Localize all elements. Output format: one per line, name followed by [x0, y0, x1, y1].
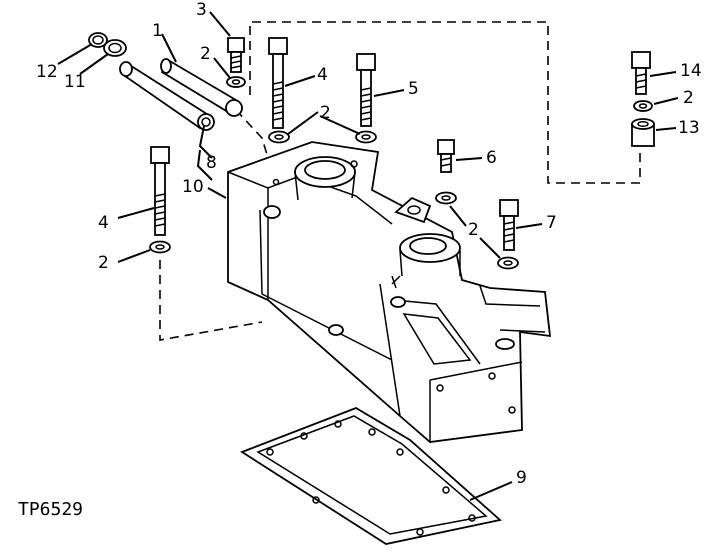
- callout-2-left: 2: [98, 253, 109, 273]
- washer-2g: [149, 240, 171, 254]
- washer-2d: [633, 100, 653, 112]
- gasket-9: [240, 407, 502, 545]
- pipe-1: [160, 58, 243, 117]
- callout-2-right: 2: [683, 88, 694, 108]
- bolt-14: [631, 51, 651, 95]
- callout-labels: 12 11 1 3 2 4 5 2 14 2 13 6 2 7 4 2 8 10…: [18, 0, 702, 520]
- callout-3: 3: [196, 0, 207, 20]
- washer-2e: [435, 191, 457, 205]
- washer-2f: [497, 256, 519, 270]
- valve-housing: [227, 141, 552, 443]
- callout-14: 14: [680, 61, 702, 81]
- callout-4-left: 4: [98, 213, 109, 233]
- bolt-7: [499, 199, 519, 251]
- callout-8: 8: [206, 153, 217, 173]
- tube-10: [119, 61, 215, 131]
- figure-id: TP6529: [18, 499, 83, 520]
- callout-6: 6: [486, 148, 497, 168]
- spacer-13: [631, 118, 655, 147]
- callout-5: 5: [408, 79, 419, 99]
- callout-1: 1: [152, 21, 163, 41]
- callout-2-mid: 2: [468, 220, 479, 240]
- callout-10: 10: [182, 177, 204, 197]
- bolt-4-left: [150, 146, 170, 236]
- callout-9: 9: [516, 468, 527, 488]
- bolt-4-top: [268, 37, 288, 129]
- seal-ring-11: [103, 39, 127, 57]
- callout-13: 13: [678, 118, 700, 138]
- callout-7: 7: [546, 213, 557, 233]
- washer-2a: [226, 76, 246, 88]
- callout-2-top: 2: [320, 103, 331, 123]
- callout-11: 11: [64, 72, 86, 92]
- callout-4-top: 4: [317, 65, 328, 85]
- washer-2b: [268, 130, 290, 144]
- bolt-3: [227, 37, 245, 73]
- leader-lines: [57, 11, 679, 501]
- callout-12: 12: [36, 62, 58, 82]
- bolt-6: [437, 139, 455, 173]
- washer-2c: [355, 130, 377, 144]
- callout-2-bolt3: 2: [200, 44, 211, 64]
- seal-ring-12: [88, 32, 108, 48]
- bolt-5: [356, 53, 376, 127]
